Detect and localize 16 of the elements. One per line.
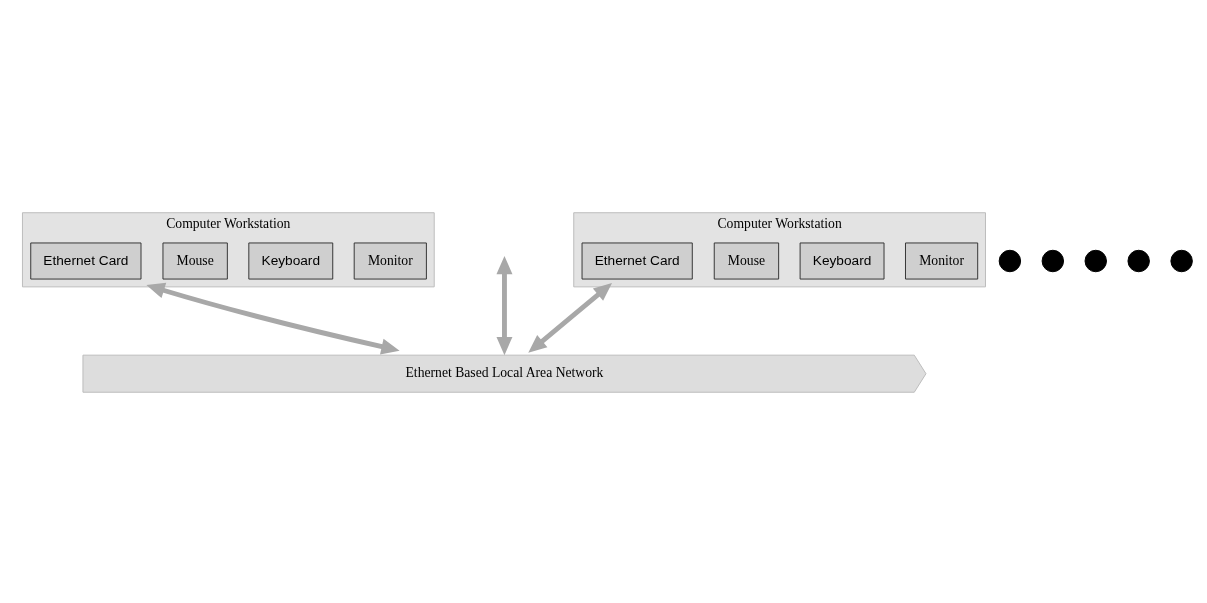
arrow xyxy=(146,282,400,355)
node-box: Ethernet Card xyxy=(581,242,693,280)
node-circle xyxy=(1084,249,1107,273)
arrow xyxy=(528,282,613,353)
node-box: Keyboard xyxy=(248,242,334,280)
node-box: Ethernet Card xyxy=(30,242,142,280)
node-circle xyxy=(998,249,1022,273)
node-circle xyxy=(1170,249,1193,273)
node-box: Monitor xyxy=(353,242,427,280)
node-box: Mouse xyxy=(162,242,228,280)
node-box: Keyboard xyxy=(799,242,885,280)
node-box: Monitor xyxy=(905,242,979,280)
arrow xyxy=(496,255,513,356)
node-circle xyxy=(1041,249,1065,273)
node-circle xyxy=(1127,249,1150,273)
node-box: Mouse xyxy=(713,242,780,280)
